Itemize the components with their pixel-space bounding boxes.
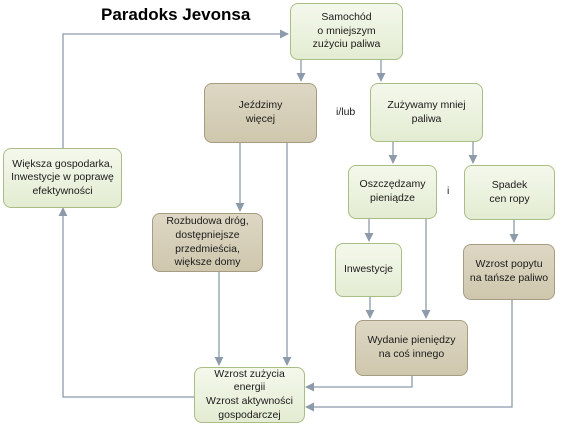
node-spending-label: Wydanie pieniędzy na coś innego [367,334,456,360]
node-save-money-label: Oszczędzamy pieniądze [359,178,426,204]
node-car: Samochód o mniejszym zużyciu paliwa [290,3,403,60]
arrow-energy-to-economy [58,207,195,398]
node-save-money: Oszczędzamy pieniądze [348,165,437,219]
node-drive-more: Jeździmy więcej [204,83,317,143]
node-use-less: Zużywamy mniej paliwa [370,83,483,142]
connector-and: i [447,185,450,197]
node-demand-label: Wzrost popytu na tańsze paliwo [469,258,549,284]
connector-and-or: i/lub [336,106,356,118]
arrow-economy-to-car [62,29,289,148]
node-use-less-label: Zużywamy mniej paliwa [387,98,466,125]
node-spending: Wydanie pieniędzy na coś innego [355,320,468,376]
node-investments: Inwestycje [335,243,402,297]
node-roads: Rozbudowa dróg, dostępniejsze przedmieśc… [152,213,263,272]
arrow-spending-to-energy [305,376,413,392]
node-demand: Wzrost popytu na tańsze paliwo [463,244,555,300]
node-economy-label: Większa gospodarka, Inwestycje w poprawę… [11,157,114,197]
node-oil-price: Spadek cen ropy [464,165,555,220]
node-oil-price-label: Spadek cen ropy [489,178,530,205]
node-economy: Większa gospodarka, Inwestycje w poprawę… [3,148,122,208]
diagram-title: Paradoks Jevonsa [101,5,251,24]
node-investments-label: Inwestycje [343,263,394,276]
node-roads-label: Rozbudowa dróg, dostępniejsze przedmieśc… [166,215,249,269]
arrow-demand-to-energy [305,300,513,412]
node-car-label: Samochód o mniejszym zużyciu paliwa [312,11,381,51]
node-energy-label: Wzrost zużycia energii Wzrost aktywności… [206,367,293,421]
node-energy: Wzrost zużycia energii Wzrost aktywności… [194,367,305,423]
node-drive-more-label: Jeździmy więcej [238,99,283,125]
